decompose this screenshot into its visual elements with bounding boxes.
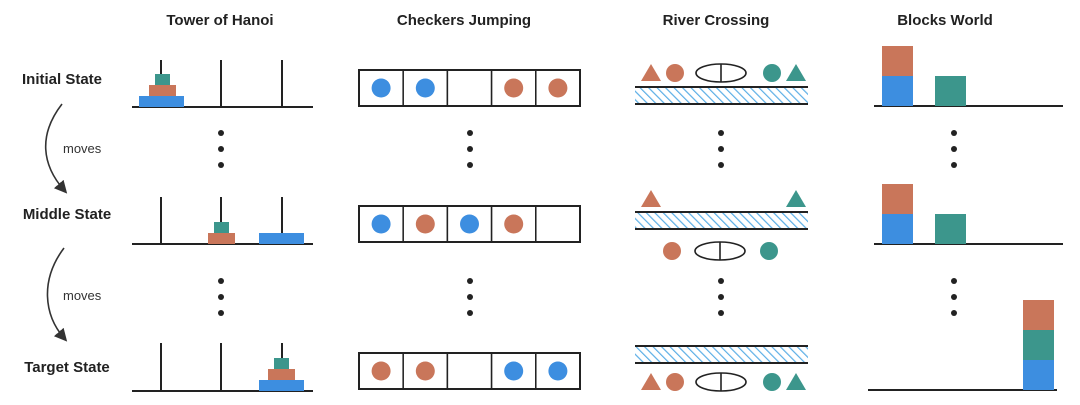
checker-piece-orange: [504, 214, 524, 234]
circle-icon: [666, 64, 684, 82]
triangle-icon: [786, 373, 806, 390]
checkers-target-state: [358, 352, 581, 390]
circle-icon: [663, 242, 681, 260]
hanoi-disk-large: [259, 233, 304, 244]
triangle-icon: [641, 64, 661, 81]
block-blue: [882, 76, 913, 106]
circle-icon: [666, 373, 684, 391]
checkers-middle-state: [358, 205, 581, 243]
block-orange: [882, 46, 913, 76]
checker-piece-orange: [415, 214, 435, 234]
blocks-middle-state: [874, 184, 1063, 245]
block-teal: [935, 76, 966, 106]
hanoi-disk-large: [139, 96, 184, 107]
circle-icon: [763, 373, 781, 391]
hanoi-middle-state: [132, 197, 313, 245]
checker-piece-blue: [415, 78, 435, 98]
triangle-icon: [786, 190, 806, 207]
hanoi-disk-small: [274, 358, 289, 369]
block-blue: [1023, 360, 1054, 390]
row-label-target: Target State: [24, 359, 110, 376]
hanoi-disk-small: [155, 74, 170, 85]
block-orange: [882, 184, 913, 214]
block-teal: [1023, 330, 1054, 360]
checkers-board-frame: [358, 205, 581, 243]
row-label-initial: Initial State: [22, 71, 102, 88]
checker-piece-blue: [460, 214, 479, 234]
column-title-checkers: Checkers Jumping: [397, 12, 531, 29]
river-water: [635, 87, 808, 104]
checkers-cell: [446, 69, 493, 107]
row-label-middle: Middle State: [23, 206, 111, 223]
checkers-initial-state: [358, 69, 581, 107]
moves-arrow-1: [44, 103, 68, 194]
block-orange: [1023, 300, 1054, 330]
checker-piece-orange: [548, 78, 568, 98]
checker-piece-orange: [371, 361, 391, 381]
checker-piece-orange: [415, 361, 435, 381]
moves-label-2: moves: [63, 288, 102, 303]
checkers-cell: [446, 352, 493, 390]
checker-piece-orange: [504, 78, 524, 98]
ellipsis-dots: [218, 130, 957, 316]
block-blue: [882, 214, 913, 244]
river-water: [635, 346, 808, 363]
moves-arrow-2: [46, 247, 68, 342]
column-title-river: River Crossing: [663, 12, 770, 29]
checkers-board-frame: [358, 352, 581, 390]
blocks-initial-state: [874, 46, 1063, 107]
checker-piece-blue: [504, 361, 524, 381]
hanoi-initial-state: [132, 60, 313, 108]
hanoi-disk-medium: [208, 233, 235, 244]
circle-icon: [763, 64, 781, 82]
block-teal: [935, 214, 966, 244]
river-initial-state: [635, 63, 808, 105]
checkers-board-frame: [358, 69, 581, 107]
hanoi-target-state: [132, 343, 313, 392]
circle-icon: [760, 242, 778, 260]
column-title-blocks: Blocks World: [897, 12, 993, 29]
hanoi-disk-large: [259, 380, 304, 391]
triangle-icon: [641, 373, 661, 390]
river-target-state: [635, 345, 808, 392]
triangle-icon: [641, 190, 661, 207]
hanoi-disk-medium: [149, 85, 176, 96]
checker-piece-blue: [371, 78, 391, 98]
blocks-target-state: [868, 300, 1057, 391]
checkers-cell: [535, 205, 581, 243]
hanoi-disk-medium: [268, 369, 295, 380]
checker-piece-blue: [371, 214, 391, 234]
column-title-hanoi: Tower of Hanoi: [166, 12, 273, 29]
triangle-icon: [786, 64, 806, 81]
river-middle-state: [635, 190, 808, 261]
hanoi-disk-small: [214, 222, 229, 233]
river-water: [635, 212, 808, 229]
checker-piece-blue: [548, 361, 568, 381]
moves-label-1: moves: [63, 141, 102, 156]
